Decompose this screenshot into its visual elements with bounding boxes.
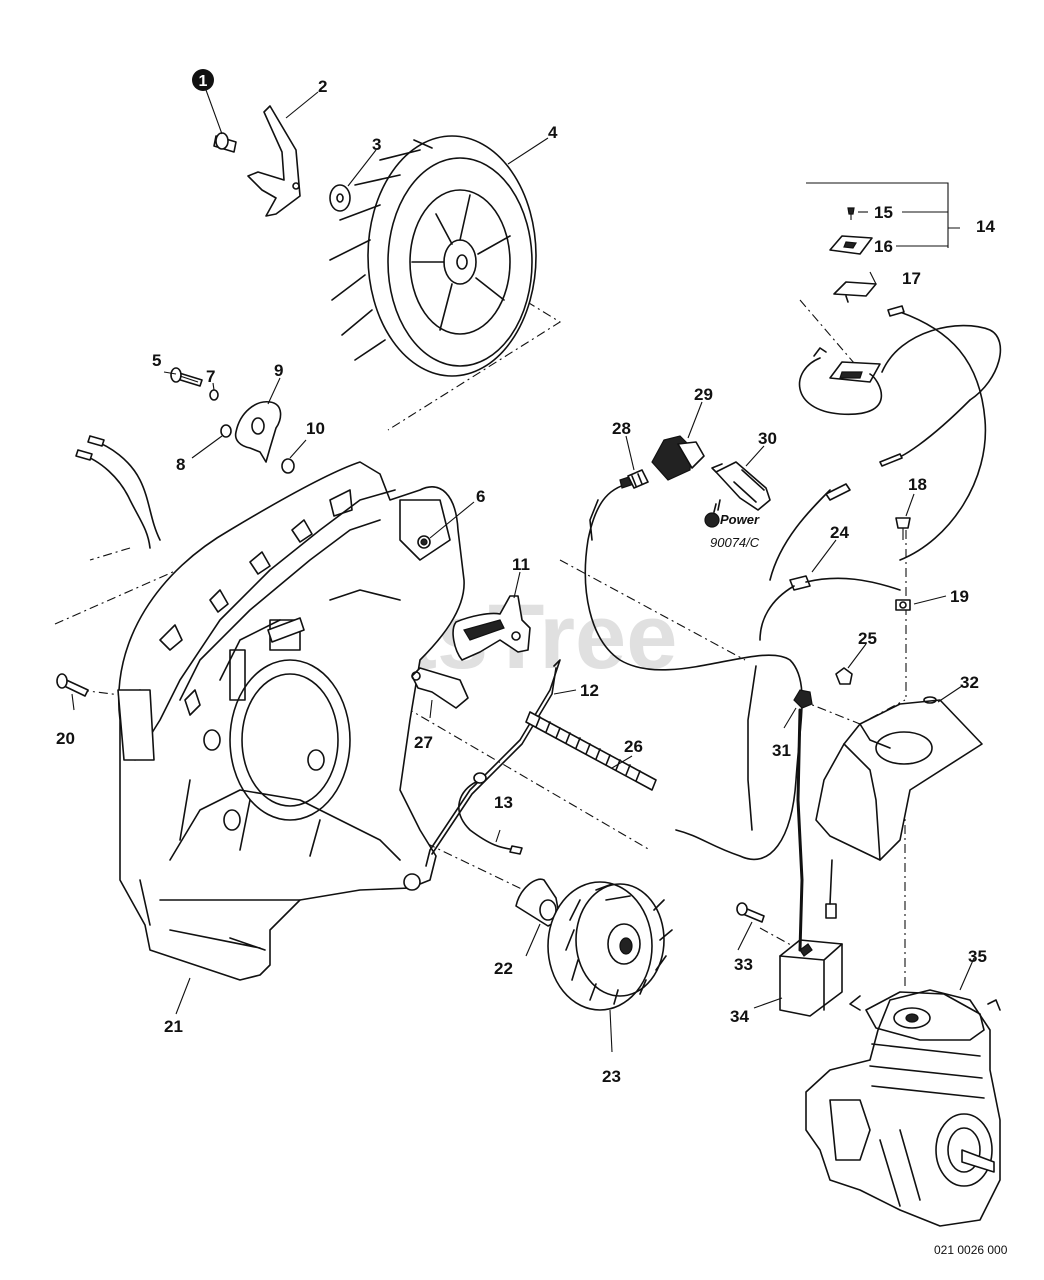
part-14-bracket-lines (806, 182, 960, 248)
label-16: 16 (874, 237, 893, 256)
stop-switch-assembly (798, 305, 1002, 561)
label-12: 12 (580, 681, 599, 700)
label-35: 35 (968, 947, 987, 966)
part-28-spring (627, 469, 649, 489)
wire-leads (75, 435, 161, 549)
label-4: 4 (548, 123, 558, 142)
leader-lines (71, 89, 975, 1053)
part-32-heat-shield (815, 696, 983, 861)
label-27: 27 (414, 733, 433, 752)
label-5: 5 (152, 351, 161, 370)
part-20-screw (56, 673, 89, 697)
part-33-screw (736, 902, 765, 923)
switch-axis-line (799, 299, 861, 371)
label-15: 15 (874, 203, 893, 222)
part-7-washer (209, 389, 219, 401)
part-6-nut (417, 535, 431, 549)
label-20: 20 (56, 729, 75, 748)
part-8-washer (220, 424, 232, 438)
part-30-spark-plug (704, 461, 771, 528)
lever-axis-line (559, 559, 746, 661)
label-9: 9 (274, 361, 283, 380)
part-27-connector (411, 667, 469, 709)
label-2: 2 (318, 77, 327, 96)
label-13: 13 (494, 793, 513, 812)
label-18: 18 (908, 475, 927, 494)
callout-1-label: 1 (199, 73, 208, 90)
label-24: 24 (830, 523, 849, 542)
part-29-boot (651, 435, 705, 481)
label-17: 17 (902, 269, 921, 288)
part-18-screw (895, 517, 911, 540)
part-2-bracket (247, 105, 301, 217)
part-12-rod (425, 659, 561, 867)
spark-plug-brand: Power (720, 512, 760, 527)
part-17-switch-plate (833, 281, 877, 303)
part-11-throttle-lever (452, 595, 531, 661)
label-10: 10 (306, 419, 325, 438)
label-28: 28 (612, 419, 631, 438)
part-24-ignition-lead (759, 483, 901, 641)
label-34: 34 (730, 1007, 749, 1026)
part-1-screw (213, 132, 237, 153)
part-4-blower-fan (329, 135, 537, 377)
label-19: 19 (950, 587, 969, 606)
label-30: 30 (758, 429, 777, 448)
label-11: 11 (512, 555, 530, 574)
label-3: 3 (372, 135, 381, 154)
label-33: 33 (734, 955, 753, 974)
label-7: 7 (206, 367, 215, 386)
part-23-flywheel (547, 881, 673, 1011)
label-29: 29 (694, 385, 713, 404)
label-6: 6 (476, 487, 485, 506)
label-14: 14 (976, 217, 995, 236)
part-9-cam (234, 401, 282, 463)
part-21-fan-housing (117, 461, 465, 981)
part-34-ignition-module (779, 708, 843, 1017)
part-15-screw (847, 207, 868, 220)
label-26: 26 (624, 737, 643, 756)
part-19-washer (895, 599, 911, 611)
part-3-washer (329, 184, 351, 212)
part-5-screw (170, 367, 203, 387)
part-10-washer (281, 458, 295, 474)
part-35-engine (805, 989, 1001, 1227)
label-31: 31 (772, 741, 791, 760)
part-16-switch-cover (829, 235, 873, 255)
part-13-wire (458, 772, 523, 855)
crank-axis-line (289, 639, 651, 851)
label-21: 21 (164, 1017, 183, 1036)
label-32: 32 (960, 673, 979, 692)
drawing-code: 021 0026 000 (934, 1243, 1008, 1257)
label-23: 23 (602, 1067, 621, 1086)
label-22: 22 (494, 959, 513, 978)
label-25: 25 (858, 629, 877, 648)
wire-axis-line (89, 547, 131, 561)
spark-plug-code: 90074/C (710, 535, 760, 550)
callout-1-badge (192, 69, 214, 91)
label-8: 8 (176, 455, 185, 474)
part-25-nut (835, 667, 853, 685)
part-31-clip (793, 689, 813, 709)
